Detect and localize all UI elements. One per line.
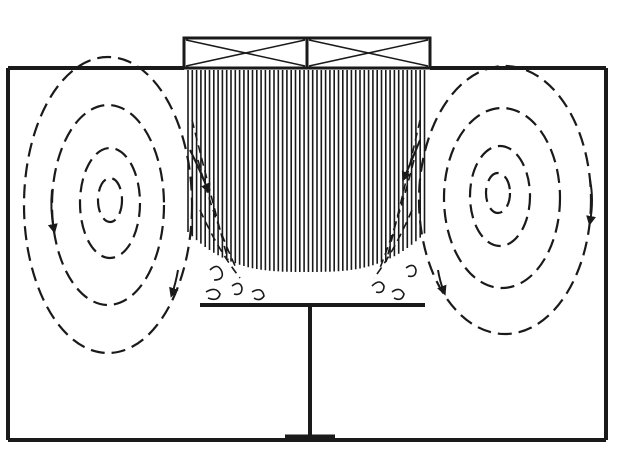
spill-over-streams: [191, 119, 421, 279]
right-vortex: [417, 64, 593, 336]
arrow-icon: [401, 139, 421, 182]
arrow-icon: [586, 179, 596, 226]
left-vortex-core: [96, 176, 124, 224]
arrow-icon: [437, 269, 447, 296]
turbulent-eddies: [205, 264, 417, 301]
right-vortex-core: [484, 171, 512, 215]
arrow-icon: [169, 269, 179, 298]
right-vortex-middle-loop: [442, 106, 562, 290]
arrow-icon: [189, 149, 211, 194]
left-vortex-middle-loop: [50, 103, 166, 307]
left-vortex: [22, 55, 194, 355]
right-vortex-inner-loop: [468, 144, 532, 248]
arrow-icon: [47, 189, 58, 234]
left-vortex-inner-loop: [78, 146, 142, 260]
flow-arrows: [47, 139, 596, 298]
left-vortex-outer-loop: [22, 55, 194, 355]
filter-left: [185, 39, 306, 67]
work-table: [200, 303, 425, 440]
ceiling-supply-unit: [182, 36, 432, 70]
filter-right: [308, 39, 429, 67]
room-enclosure: [6, 66, 608, 442]
